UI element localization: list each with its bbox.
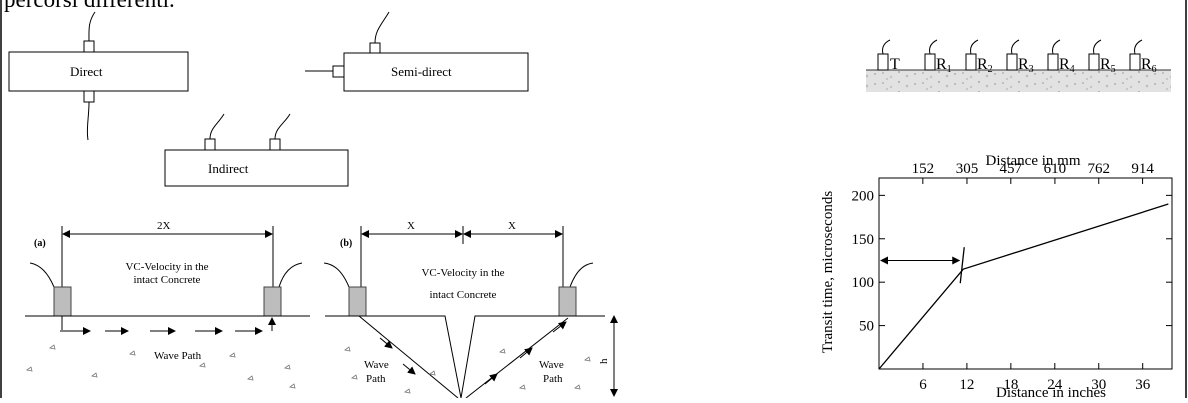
- direct-config: Direct: [8, 11, 189, 141]
- receiver-4: R4: [1047, 39, 1075, 75]
- receiver-label-1: R1: [936, 56, 952, 75]
- panel-b-tag: (b): [340, 238, 352, 249]
- receiver-2: R2: [965, 39, 993, 75]
- y-tick-label: 100: [852, 275, 875, 291]
- header-text: percorsi differenti.: [4, 0, 175, 13]
- semi-direct-label: Semi-direct: [391, 64, 452, 79]
- panel-b-depth: h: [598, 358, 610, 364]
- y-tick-label: 200: [852, 188, 875, 204]
- top-tick-label: 152: [912, 161, 935, 177]
- receiver-1: R1: [924, 39, 952, 75]
- y-tick-label: 50: [859, 319, 874, 335]
- receiver-label-5: R5: [1100, 56, 1116, 75]
- x-tick-label: 30: [1091, 377, 1106, 393]
- breakpoint-mark: [959, 247, 965, 284]
- panel-a-tag: (a): [34, 238, 46, 249]
- receiver-label-6: R6: [1141, 56, 1157, 75]
- receiver-subscript-6: 6: [1152, 64, 1157, 75]
- x-tick-label: 6: [919, 377, 927, 393]
- transit-line: [878, 203, 1169, 370]
- top-tick-label: 762: [1088, 161, 1111, 177]
- panel-a-wave-path: Wave Path: [154, 350, 202, 362]
- panel-a-velocity-2: intact Concrete: [134, 274, 201, 286]
- receiver-subscript-5: 5: [1111, 64, 1116, 75]
- indirect-config: Indirect: [164, 113, 349, 187]
- x-tick-label: 12: [959, 377, 974, 393]
- panel-a-span: 2X: [157, 220, 171, 232]
- panel-b: (b) X X VC-Velocity in the intact Concre…: [323, 220, 618, 399]
- panel-b-wave-left-1: Wave: [364, 359, 389, 371]
- panel-a-velocity-1: VC-Velocity in the: [125, 261, 208, 273]
- x-tick-label: 24: [1047, 377, 1063, 393]
- receiver-label-2: R2: [977, 56, 993, 75]
- top-tick-label: 457: [1000, 161, 1023, 177]
- transducer-array: T R1 R2 R3 R4 R5 R6: [866, 39, 1171, 92]
- receiver-subscript-2: 2: [988, 64, 993, 75]
- x-axis-label: Distance in inches: [996, 385, 1106, 398]
- panel-b-wave-left-2: Path: [366, 373, 386, 385]
- receiver-label-4: R4: [1059, 56, 1075, 75]
- panel-b-velocity-2: intact Concrete: [430, 289, 497, 301]
- top-tick-label: 610: [1044, 161, 1067, 177]
- panel-b-wave-right-2: Path: [543, 373, 563, 385]
- direct-label: Direct: [70, 64, 103, 79]
- transmitter-T: T: [877, 39, 900, 73]
- receiver-5: R5: [1088, 39, 1116, 75]
- top-tick-label: 305: [956, 161, 979, 177]
- panel-b-wave-right-1: Wave: [539, 359, 564, 371]
- transmitter-label: T: [890, 56, 900, 73]
- semi-direct-config: Semi-direct: [305, 11, 529, 92]
- top-tick-label: 914: [1131, 161, 1154, 177]
- x-tick-label: 18: [1003, 377, 1018, 393]
- panel-a: (a) 2X VC-Velocity in the intact Concret…: [25, 220, 310, 389]
- x-tick-label: 36: [1135, 377, 1151, 393]
- y-axis-label: Transit time, microseconds: [820, 191, 836, 354]
- y-tick-label: 150: [852, 232, 875, 248]
- panel-b-span-left: X: [407, 220, 415, 232]
- transit-chart: Distance in mm Distance in inches Transi…: [820, 153, 1173, 401]
- panel-b-velocity-1: VC-Velocity in the: [421, 267, 504, 279]
- panel-b-span-right: X: [508, 220, 516, 232]
- receiver-subscript-3: 3: [1029, 64, 1034, 75]
- indirect-label: Indirect: [208, 161, 249, 176]
- plot-area: [878, 177, 1173, 370]
- receiver-label-3: R3: [1018, 56, 1034, 75]
- top-axis-label: Distance in mm: [986, 153, 1081, 169]
- receiver-subscript-4: 4: [1070, 64, 1075, 75]
- receiver-6: R6: [1129, 39, 1157, 75]
- receiver-3: R3: [1006, 39, 1034, 75]
- receiver-subscript-1: 1: [947, 64, 952, 75]
